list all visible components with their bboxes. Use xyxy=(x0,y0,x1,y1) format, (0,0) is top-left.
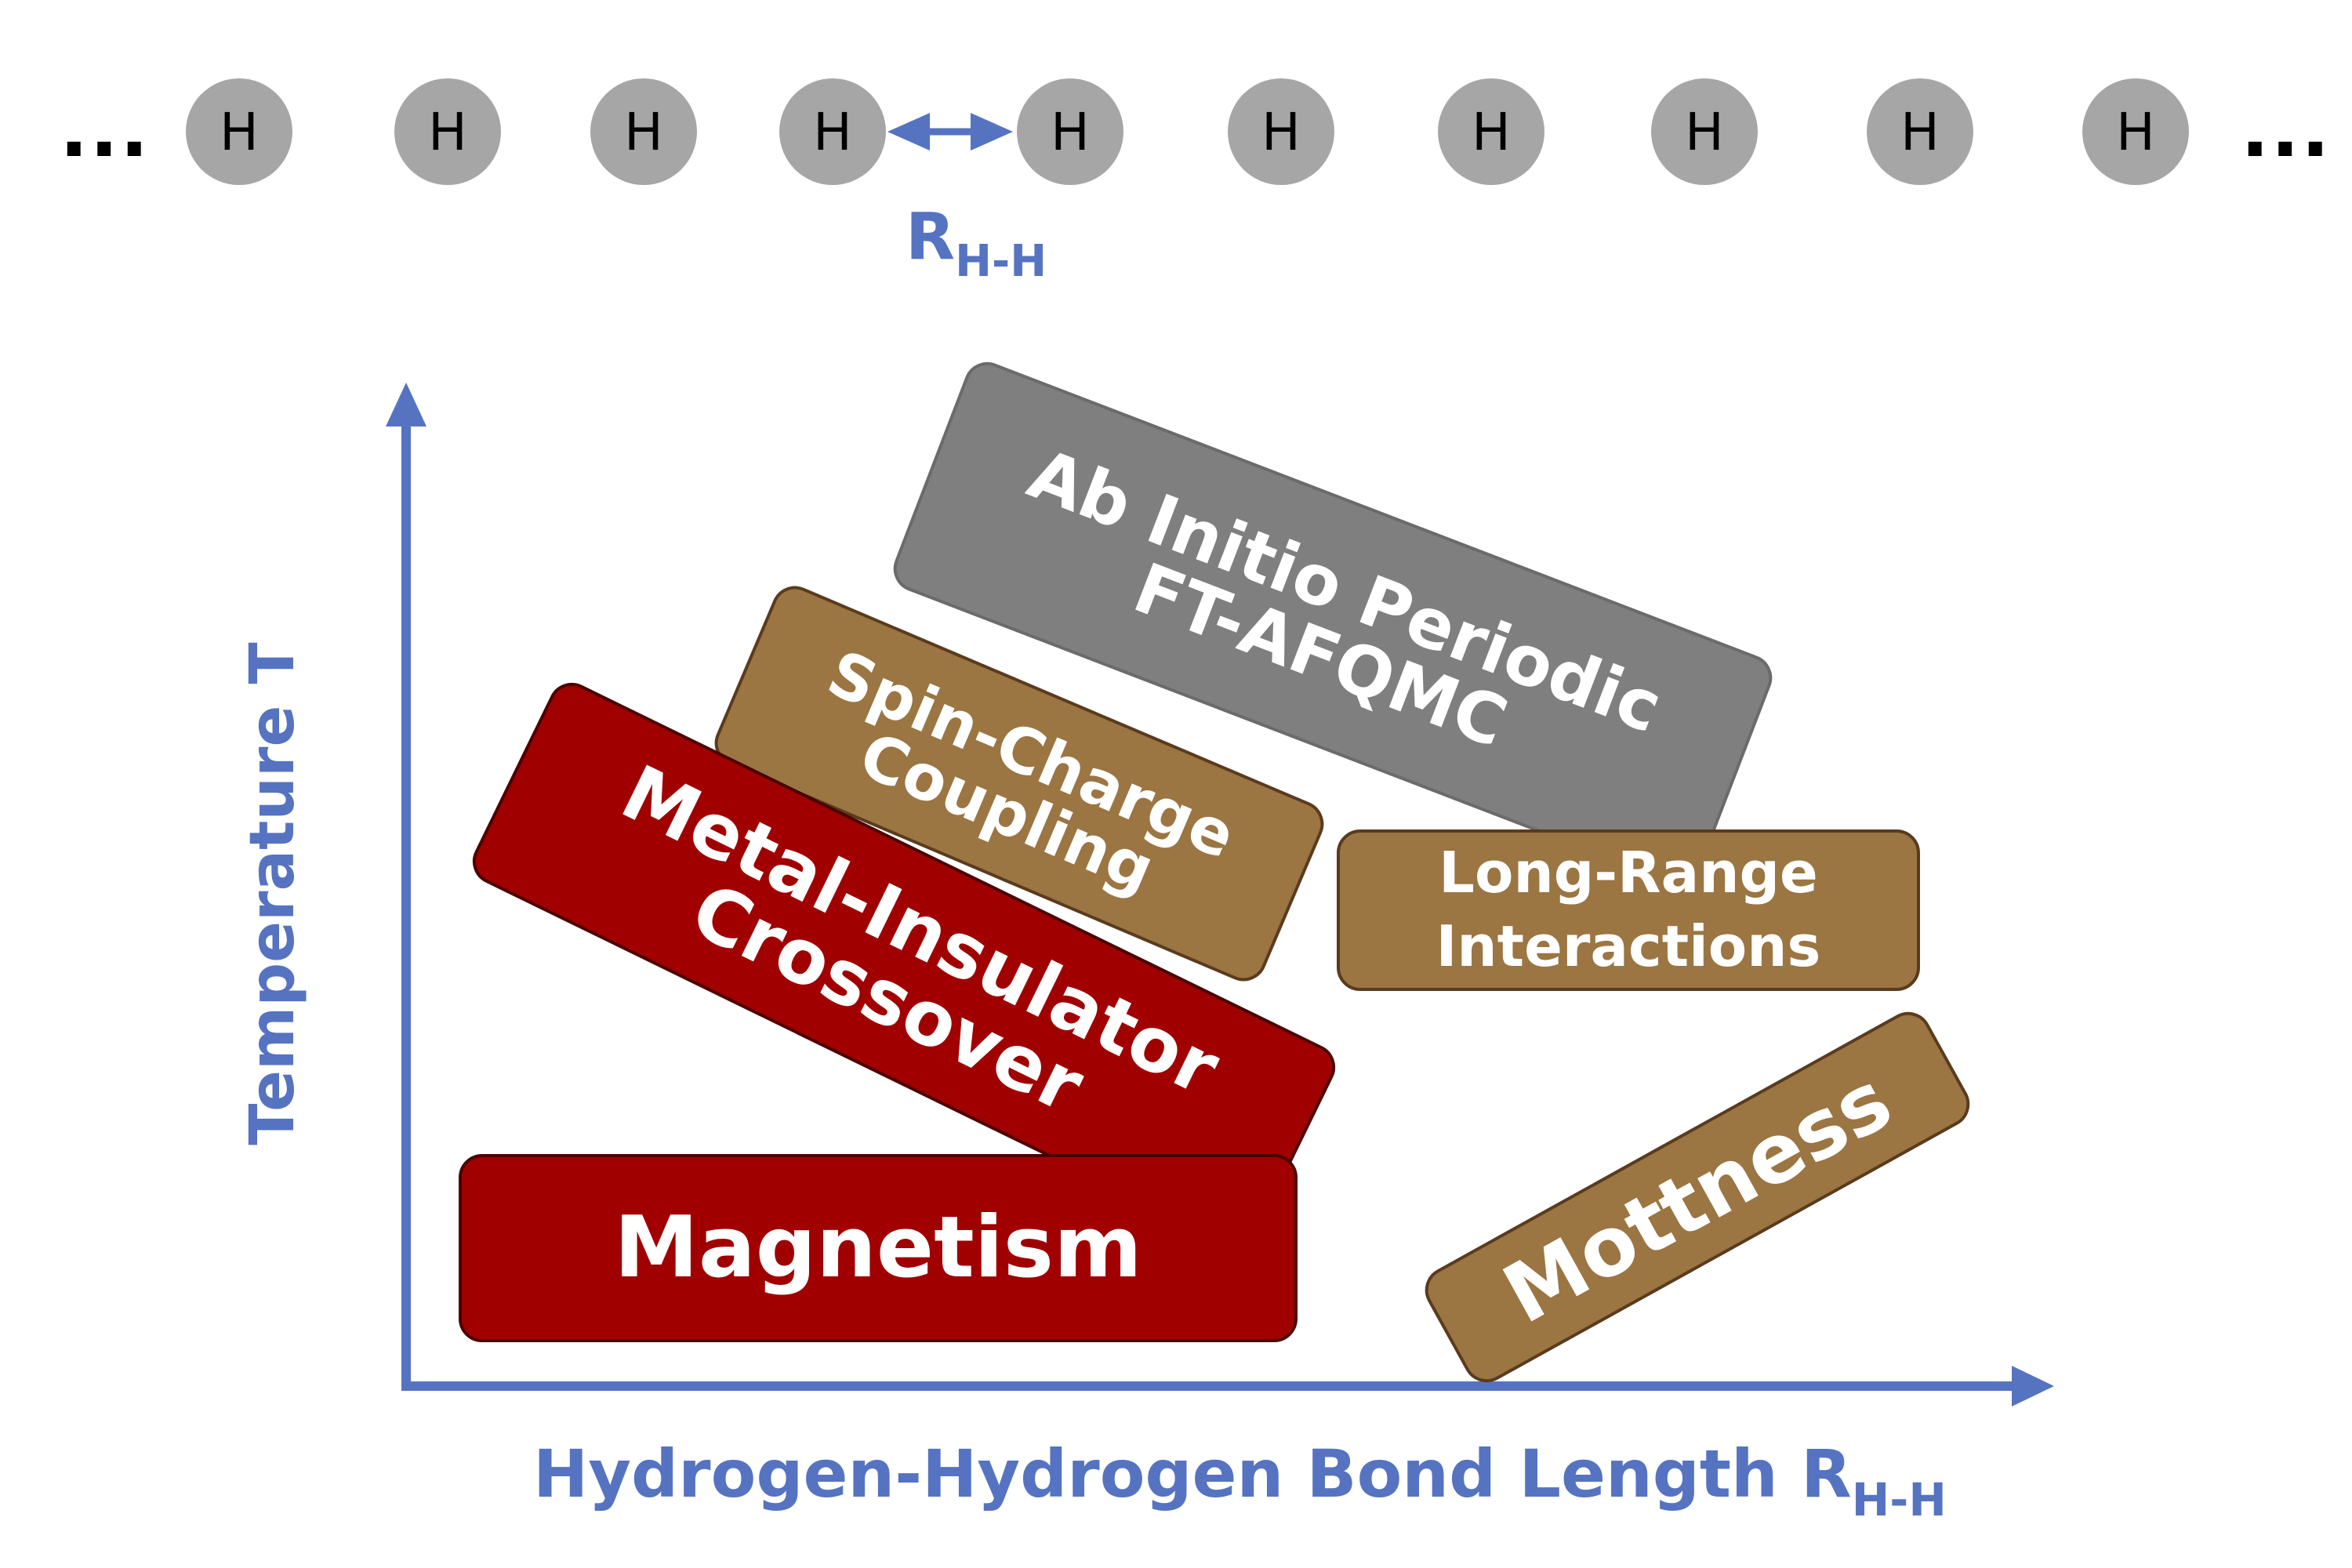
x-axis-label-subscript: H-H xyxy=(1851,1473,1947,1526)
hydrogen-atom: H xyxy=(1867,78,1973,185)
hydrogen-atom: H xyxy=(1651,78,1758,185)
hydrogen-atom: H xyxy=(590,78,697,185)
x-axis xyxy=(401,1366,2054,1406)
chain-ellipsis-right: ... xyxy=(2241,86,2332,174)
bond-length-label: RH-H xyxy=(906,205,1047,284)
long-range-line2: Interactions xyxy=(1436,913,1821,979)
x-axis-arrowhead xyxy=(2012,1366,2054,1406)
x-axis-line xyxy=(401,1381,1264,1391)
magnetism-box: Magnetism xyxy=(459,1154,1298,1342)
y-axis-label-text: Temperature T xyxy=(238,642,308,1145)
hydrogen-atom: H xyxy=(2082,78,2189,185)
hydrogen-atom: H xyxy=(394,78,501,185)
chain-ellipsis-left: ... xyxy=(60,86,151,174)
magnetism-label: Magnetism xyxy=(614,1199,1142,1297)
long-range-interactions-box: Long-Range Interactions xyxy=(1337,829,1920,991)
y-axis-arrowhead xyxy=(386,383,426,426)
y-axis xyxy=(386,383,426,1389)
x-axis-label-text: Hydrogen-Hydrogen Bond Length R xyxy=(533,1436,1852,1512)
long-range-line1: Long-Range xyxy=(1439,840,1818,906)
x-axis-label: Hydrogen-Hydrogen Bond Length RH-H xyxy=(533,1441,1947,1523)
hydrogen-atom: H xyxy=(1017,78,1123,185)
bond-arrow xyxy=(887,113,1013,151)
y-axis-line xyxy=(401,408,411,1389)
hydrogen-atom: H xyxy=(779,78,886,185)
hydrogen-atom: H xyxy=(1228,78,1334,185)
hydrogen-atom: H xyxy=(186,78,292,185)
bond-arrow-left-head xyxy=(887,113,930,151)
bond-arrow-right-head xyxy=(971,113,1013,151)
bond-length-subscript: H-H xyxy=(955,236,1047,287)
bond-length-symbol: R xyxy=(906,200,956,274)
hydrogen-atom: H xyxy=(1438,78,1544,185)
